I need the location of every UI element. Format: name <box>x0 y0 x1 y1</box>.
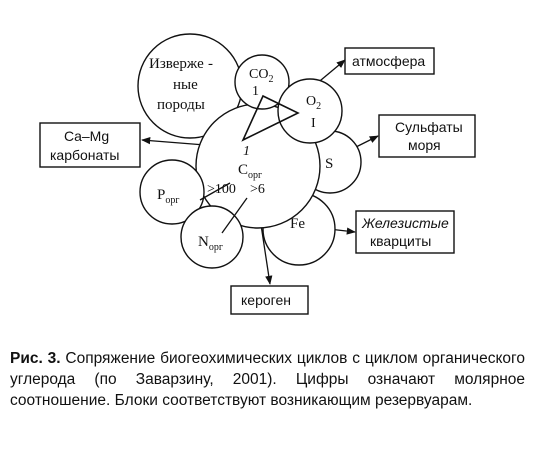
corg-to-norg-link <box>221 197 248 234</box>
igneous-rocks-label-2: ные <box>173 77 198 93</box>
norg-circle <box>180 205 244 269</box>
biogeochemical-cycles-diagram: Изверже - ные породы CO2 1 O2 I 1 Cорг >… <box>39 33 476 315</box>
corg-ratio-phosphorus: >100 <box>207 182 236 197</box>
atmosphere-box <box>344 47 435 75</box>
co2-circle <box>234 54 290 110</box>
sulfur-label: S <box>325 156 333 172</box>
figure-caption-text: Сопряжение биогеохимических циклов с цик… <box>10 350 525 409</box>
igneous-rocks-label-3: породы <box>157 97 205 113</box>
ferruginous-quartzites-label-2: кварциты <box>370 233 431 249</box>
carbon-oxygen-triangle <box>241 94 300 142</box>
sea-sulfates-box <box>378 114 476 158</box>
figure-label: Рис. 3. <box>10 350 61 367</box>
igneous-rocks-label-1: Изверже <box>149 56 204 72</box>
igneous-rocks-hyphen: - <box>208 56 213 72</box>
corg-label: Cорг <box>238 162 262 181</box>
ferruginous-quartzites-label-1: Железистые <box>361 215 449 231</box>
figure-caption: Рис. 3. Сопряжение биогеохимических цикл… <box>10 348 525 411</box>
co2-ratio: 1 <box>252 84 259 99</box>
iron-label: Fe <box>290 216 305 232</box>
porg-label: Pорг <box>157 187 179 206</box>
sea-sulfates-label-2: моря <box>408 137 441 153</box>
o2-ratio: I <box>311 116 316 131</box>
corg-to-porg-link <box>199 182 231 201</box>
camg-carbonates-label-1: Ca–Mg <box>64 128 109 144</box>
corg-ratio-nitrogen: >6 <box>250 182 265 197</box>
o2-label: O2 <box>306 94 321 112</box>
porg-circle <box>139 159 205 225</box>
corg-ratio: 1 <box>243 144 250 159</box>
co2-label: CO2 <box>249 67 273 85</box>
kerogen-box <box>230 285 309 315</box>
arrow-to-camg-carbonates <box>141 137 206 146</box>
camg-carbonates-box <box>39 122 141 168</box>
norg-label: Nорг <box>198 234 223 253</box>
camg-carbonates-label-2: карбонаты <box>50 147 120 163</box>
o2-circle <box>277 78 343 144</box>
sea-sulfates-label-1: Сульфаты <box>395 119 463 135</box>
ferruginous-quartzites-box <box>355 210 455 254</box>
kerogen-label: кероген <box>241 292 291 308</box>
atmosphere-label: атмосфера <box>352 53 425 69</box>
